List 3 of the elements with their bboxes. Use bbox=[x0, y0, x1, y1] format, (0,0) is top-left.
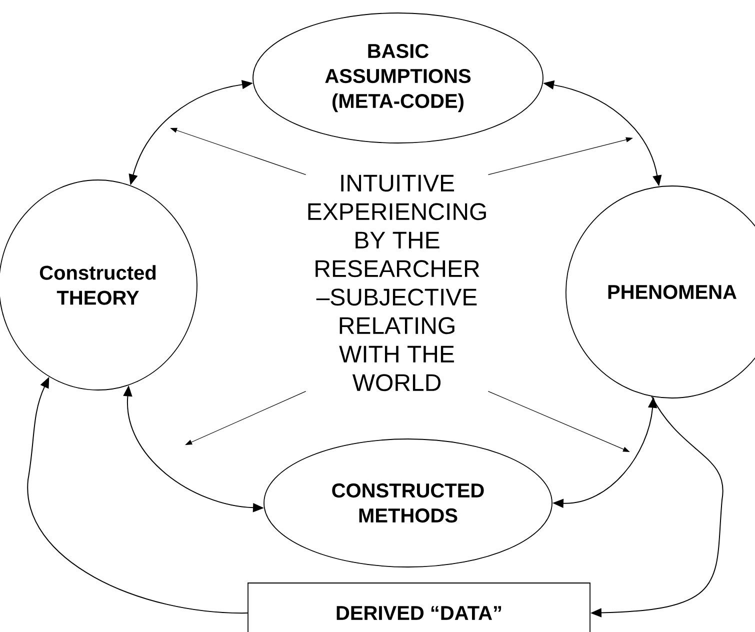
ellipse-node: CONSTRUCTED METHODS bbox=[264, 438, 552, 568]
central-text: INTUITIVE EXPERIENCING BY THE RESEARCHER –SUBJECTIVE RELATING WITH THE WORLD bbox=[308, 174, 486, 392]
ellipse-node: BASIC ASSUMPTIONS (META-CODE) bbox=[252, 12, 544, 144]
